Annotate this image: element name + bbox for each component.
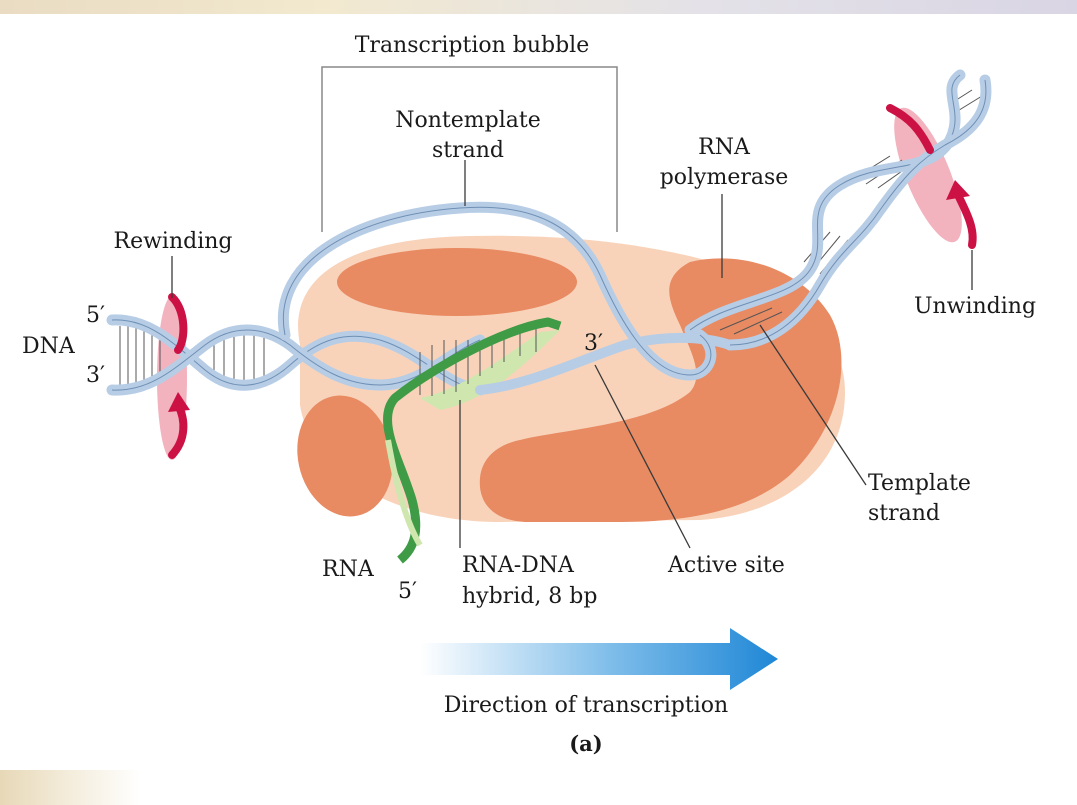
label-template-line1: Template (868, 471, 971, 496)
label-rna-polymerase-line2: polymerase (660, 165, 789, 190)
bottom-decor-strip (0, 770, 400, 805)
label-template-line2: strand (868, 501, 940, 526)
rna-strand (383, 317, 562, 564)
label-5prime-rna: 5′ (398, 579, 417, 604)
label-rna-polymerase-line1: RNA (698, 135, 751, 160)
label-3prime-rna: 3′ (584, 331, 603, 356)
leader-template (759, 324, 867, 486)
polymerase-clamp (479, 258, 842, 522)
transcription-bubble-bracket (321, 66, 618, 232)
label-transcription-bubble: Transcription bubble (355, 33, 589, 58)
polymerase-left-lobe (297, 395, 393, 517)
label-nontemplate-line2: strand (432, 138, 504, 163)
rewinding-arrow (168, 293, 190, 459)
unwinding-disc (894, 107, 962, 243)
label-3prime-left: 3′ (86, 363, 105, 388)
unwinding-arrow (886, 104, 977, 249)
label-5prime-left: 5′ (86, 303, 105, 328)
label-nontemplate-line1: Nontemplate (395, 108, 540, 133)
label-unwinding: Unwinding (914, 294, 1036, 319)
polymerase-top-lobe (337, 248, 577, 316)
label-rna: RNA (322, 557, 375, 582)
right-dna-helix (684, 69, 992, 351)
label-hybrid-line1: RNA-DNA (462, 553, 575, 578)
top-decor-strip (0, 0, 1077, 14)
leader-active-site (594, 364, 691, 549)
label-active-site: Active site (667, 553, 785, 578)
label-hybrid-line2: hybrid, 8 bp (462, 584, 597, 609)
direction-arrow (420, 628, 778, 690)
label-rewinding: Rewinding (114, 229, 233, 254)
label-dna: DNA (22, 334, 76, 359)
rna-polymerase (297, 235, 845, 522)
label-direction: Direction of transcription (444, 693, 728, 718)
label-panel: (a) (569, 731, 602, 756)
